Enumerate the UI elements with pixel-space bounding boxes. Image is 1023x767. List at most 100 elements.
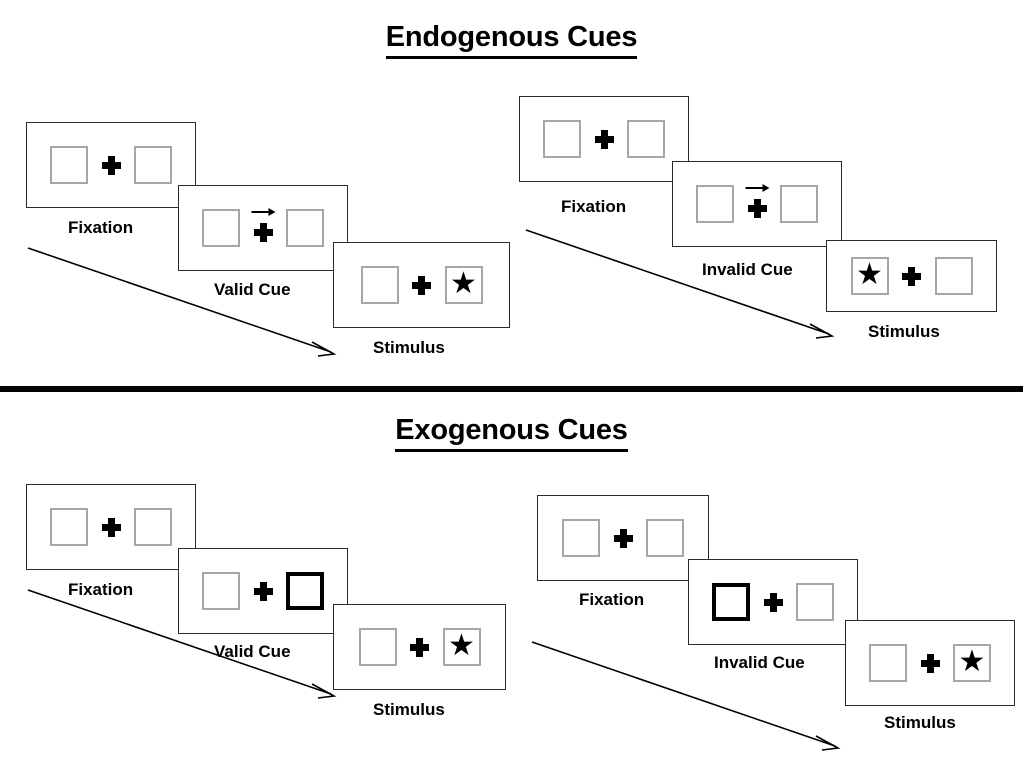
left-target-box	[543, 120, 581, 158]
left-target-box	[562, 519, 600, 557]
right-target-box	[134, 508, 172, 546]
fixation-cross-icon	[253, 223, 273, 242]
left-target-box: ★	[850, 257, 889, 295]
caption-exogenous-valid-stimulus: Stimulus	[373, 700, 445, 719]
frame-content: ★	[334, 243, 509, 327]
fixation-center	[88, 143, 134, 187]
fixation-center	[600, 516, 646, 560]
endogenous-section-title: Endogenous Cues	[385, 21, 637, 59]
right-target-box	[934, 257, 973, 295]
left-target-box	[360, 266, 399, 304]
caption-exogenous-valid-cue: Valid Cue	[214, 642, 291, 661]
left-target-box	[202, 209, 240, 247]
fixation-center	[581, 117, 627, 161]
caption-endogenous-valid-fixation: Fixation	[68, 218, 134, 237]
frame-exogenous-invalid-fixation	[537, 495, 709, 581]
frame-content	[27, 123, 195, 207]
right-target-box	[796, 583, 834, 621]
right-target-box: ★	[444, 266, 483, 304]
arrow-shaft	[745, 187, 764, 189]
right-target-box	[286, 209, 324, 247]
left-target-box	[50, 508, 88, 546]
fixation-cross-icon	[412, 275, 431, 295]
exogenous-section-title-wrapper: Exogenous Cues	[0, 414, 1023, 452]
fixation-center	[88, 505, 134, 549]
fixation-center	[889, 254, 935, 298]
star-stimulus-icon: ★	[448, 629, 475, 662]
fixation-cross-icon	[747, 199, 767, 218]
left-target-box	[50, 146, 88, 184]
right-arrow-cue-icon	[251, 208, 276, 216]
frame-endogenous-invalid-stimulus: ★	[826, 240, 997, 312]
right-target-box: ★	[442, 628, 481, 666]
frame-content	[689, 560, 857, 644]
frame-content: ★	[827, 241, 996, 311]
fixation-center	[240, 569, 286, 613]
frame-content	[538, 496, 708, 580]
fixation-cross-icon	[101, 155, 121, 175]
right-target-box	[646, 519, 684, 557]
fixation-cross-icon	[763, 592, 783, 612]
frame-content	[27, 485, 195, 569]
frame-endogenous-valid-fixation	[26, 122, 196, 208]
star-stimulus-icon: ★	[450, 267, 477, 300]
fixation-cross-icon	[410, 637, 429, 657]
fixation-center	[907, 641, 953, 685]
frame-endogenous-invalid-cue	[672, 161, 842, 247]
left-target-box	[869, 644, 907, 682]
arrow-head	[268, 208, 276, 216]
caption-endogenous-invalid-fixation: Fixation	[561, 197, 627, 216]
frame-content: ★	[846, 621, 1014, 705]
frame-content	[179, 549, 347, 633]
caption-exogenous-invalid-cue: Invalid Cue	[714, 653, 805, 672]
left-target-box	[202, 572, 240, 610]
right-arrow-cue-icon	[745, 184, 770, 192]
section-divider	[0, 386, 1023, 392]
fixation-center	[240, 206, 286, 250]
frame-content	[520, 97, 688, 181]
right-target-box-cued	[286, 572, 324, 610]
frame-exogenous-valid-cue	[178, 548, 348, 634]
frame-exogenous-invalid-cue	[688, 559, 858, 645]
fixation-center	[734, 182, 780, 226]
frame-endogenous-invalid-fixation	[519, 96, 689, 182]
frame-content	[179, 186, 347, 270]
caption-endogenous-valid-stimulus: Stimulus	[373, 338, 445, 357]
frame-endogenous-valid-cue	[178, 185, 348, 271]
caption-endogenous-invalid-stimulus: Stimulus	[868, 322, 940, 341]
time-arrow-exogenous-invalid	[531, 641, 841, 751]
caption-exogenous-invalid-fixation: Fixation	[579, 590, 645, 609]
time-arrow-endogenous-valid	[27, 247, 337, 357]
left-target-box	[358, 628, 397, 666]
right-target-box	[627, 120, 665, 158]
arrow-shaft	[251, 211, 270, 213]
left-target-box-cued	[712, 583, 750, 621]
frame-exogenous-invalid-stimulus: ★	[845, 620, 1015, 706]
caption-endogenous-valid-cue: Valid Cue	[214, 280, 291, 299]
arrow-head	[762, 184, 770, 192]
time-arrow-exogenous-valid	[27, 589, 337, 699]
frame-exogenous-valid-fixation	[26, 484, 196, 570]
caption-exogenous-valid-fixation: Fixation	[68, 580, 134, 599]
star-stimulus-icon: ★	[958, 645, 986, 678]
fixation-center	[397, 625, 443, 669]
right-target-box	[134, 146, 172, 184]
frame-content: ★	[334, 605, 505, 689]
star-stimulus-icon: ★	[856, 258, 883, 291]
endogenous-section-title-wrapper: Endogenous Cues	[0, 21, 1023, 59]
fixation-cross-icon	[101, 517, 121, 537]
time-arrow-endogenous-invalid	[525, 229, 835, 339]
fixation-cross-icon	[253, 581, 273, 601]
caption-exogenous-invalid-stimulus: Stimulus	[884, 713, 956, 732]
fixation-cross-icon	[594, 129, 614, 149]
fixation-center	[399, 263, 445, 307]
exogenous-section-title: Exogenous Cues	[395, 414, 628, 452]
frame-endogenous-valid-stimulus: ★	[333, 242, 510, 328]
left-target-box	[696, 185, 734, 223]
frame-content	[673, 162, 841, 246]
right-target-box	[780, 185, 818, 223]
fixation-cross-icon	[902, 266, 921, 286]
frame-exogenous-valid-stimulus: ★	[333, 604, 506, 690]
right-target-box: ★	[953, 644, 991, 682]
